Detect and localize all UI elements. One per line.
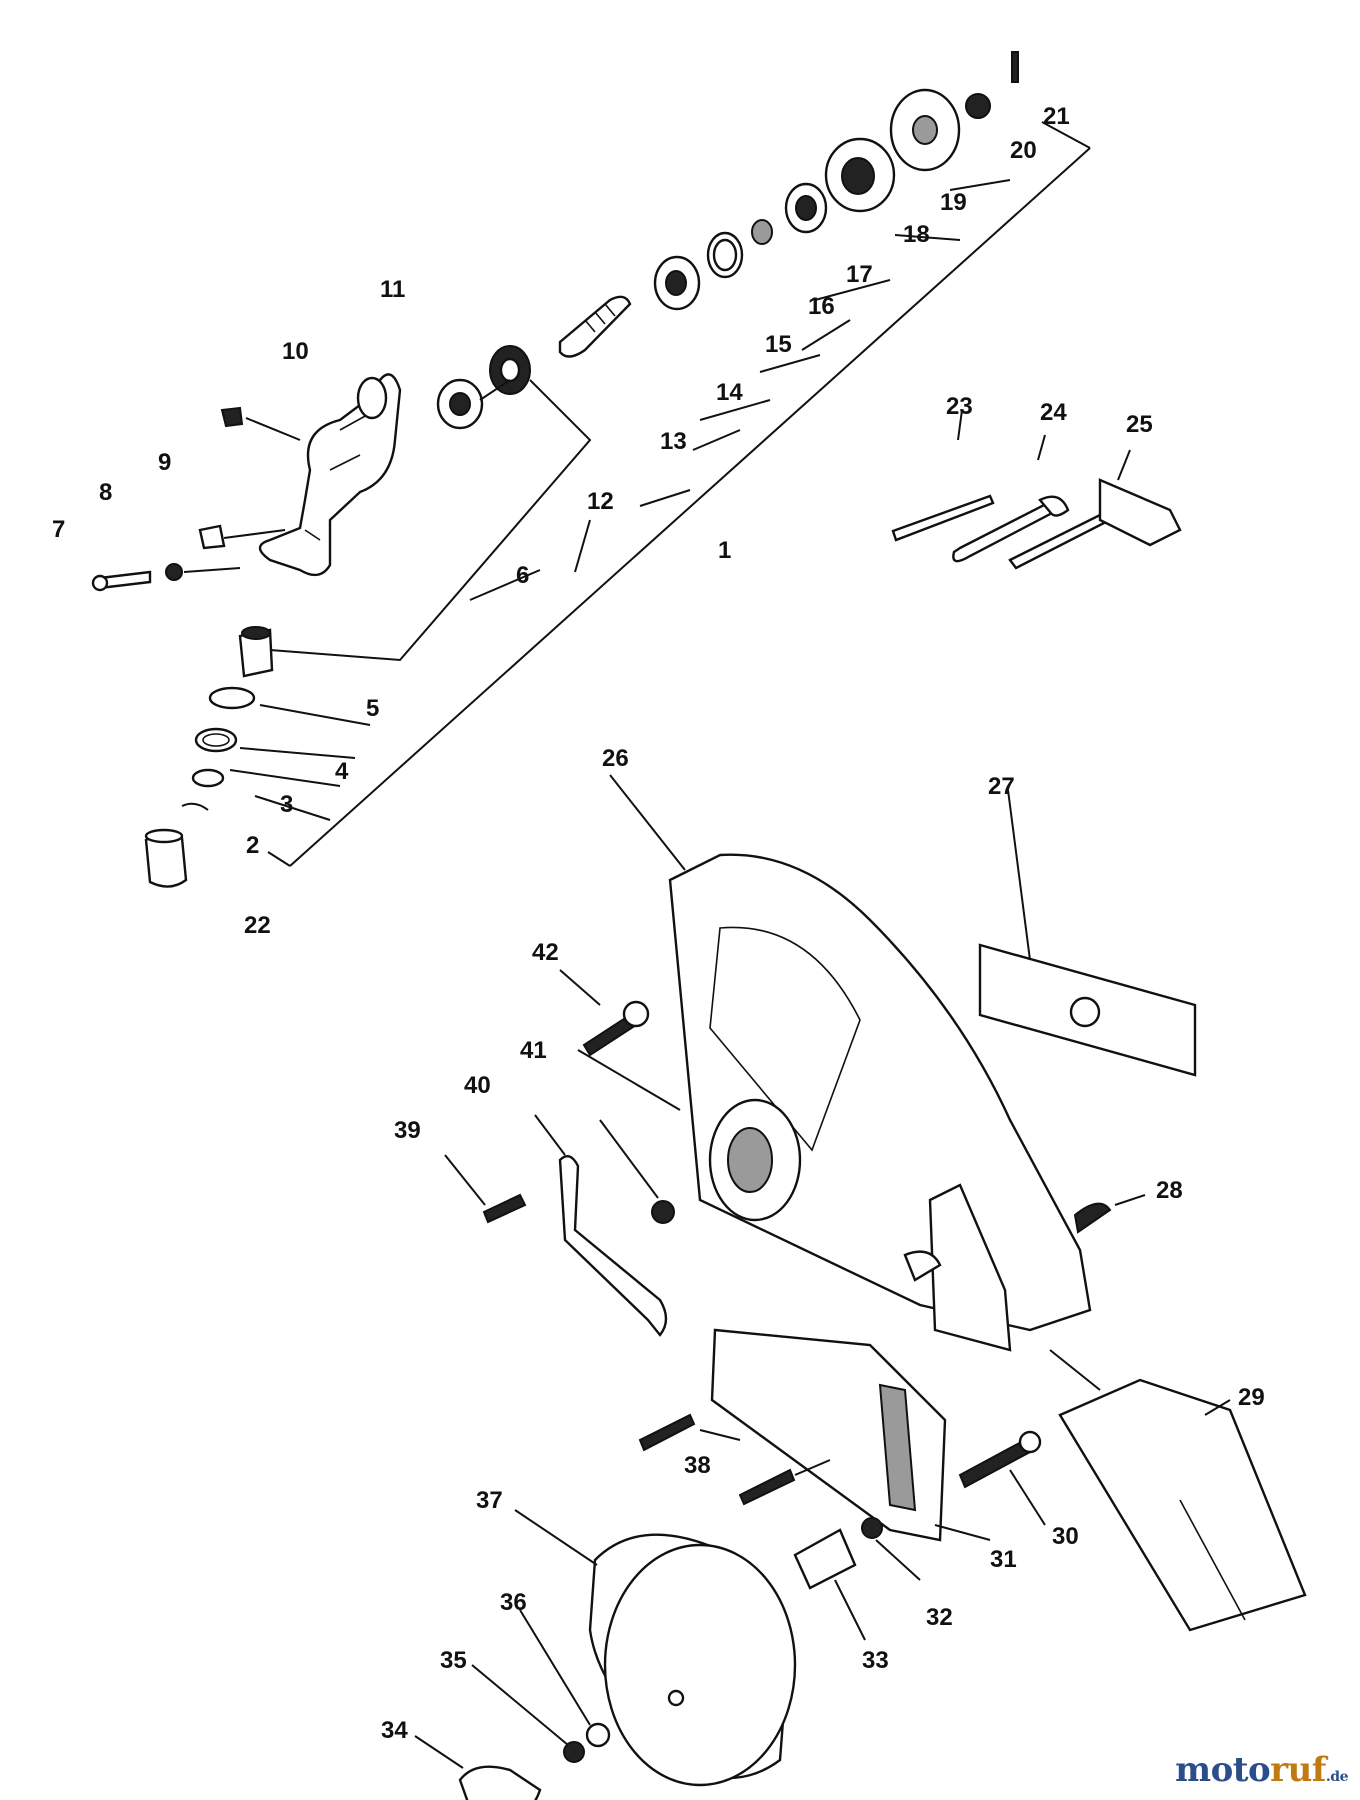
label-22: 22 [244,912,271,939]
watermark-part-1: moto [1175,1750,1271,1790]
tool-pin-wrench [891,494,995,542]
guard-screw-part [1073,1202,1112,1234]
label-28: 28 [1156,1177,1183,1204]
gear-head-assembly [91,51,1091,888]
blade-guard-assembly [414,774,1307,1800]
assembly-bracket-line [267,147,1091,867]
label-12: 12 [587,488,614,515]
cover-plate-part [710,1328,947,1542]
cover-nut-part [861,1517,883,1539]
label-9: 9 [158,449,171,476]
label-35: 35 [440,1647,467,1674]
cover-screw-2 [738,1468,796,1506]
label-37: 37 [476,1487,503,1514]
gear-housing-part [258,373,402,577]
label-7: 7 [52,516,65,543]
label-41: 41 [520,1037,547,1064]
cover-screw-1 [638,1413,696,1452]
label-21: 21 [1043,103,1070,130]
nut-part [965,93,991,119]
label-17: 17 [846,261,873,288]
label-26: 26 [602,745,629,772]
label-36: 36 [500,1589,527,1616]
blade-guard-part [668,853,1092,1332]
strap-screw-part [482,1193,527,1224]
clamp-knob-part [458,1765,542,1800]
label-10: 10 [282,338,309,365]
label-34: 34 [381,1717,408,1744]
label-11: 11 [380,276,405,303]
label-25: 25 [1126,411,1153,438]
spacer-part [751,219,773,245]
label-6: 6 [516,562,529,589]
label-33: 33 [862,1647,889,1674]
label-32: 32 [926,1604,953,1631]
label-27: 27 [988,773,1015,800]
label-15: 15 [765,331,792,358]
label-30: 30 [1052,1523,1079,1550]
support-strap-part [558,1154,668,1337]
label-42: 42 [532,939,559,966]
part-number-labels: 1 2 3 4 5 6 7 8 9 10 11 12 13 14 15 16 1… [52,103,1265,1744]
label-1: 1 [718,537,731,564]
label-29: 29 [1238,1384,1265,1411]
label-19: 19 [940,189,967,216]
pin-part [1011,51,1019,83]
label-39: 39 [394,1117,421,1144]
tool-open-wrench [952,500,1061,563]
seal-part [194,727,238,753]
label-40: 40 [464,1072,491,1099]
ring-5-part [208,686,256,710]
tool-set [891,409,1182,570]
guard-nut-part [651,1200,675,1224]
cover-washer-part [585,1722,611,1748]
label-2: 2 [246,832,259,859]
label-4: 4 [335,758,349,785]
label-38: 38 [684,1452,711,1479]
label-18: 18 [903,221,930,248]
label-23: 23 [946,393,973,420]
label-5: 5 [366,695,379,722]
washer-3-part [191,768,225,788]
label-8: 8 [99,479,112,506]
label-16: 16 [808,293,835,320]
mount-bracket-part [928,1183,1012,1352]
label-24: 24 [1040,399,1067,426]
cover-nut-2-part [563,1741,585,1763]
watermark-part-2: ruf [1270,1750,1326,1790]
label-14: 14 [716,379,743,406]
circlip-part [181,802,209,811]
spacer-sleeve-part [793,1528,857,1590]
plug-screw-part [198,524,226,550]
label-31: 31 [990,1546,1017,1573]
watermark-part-3: .de [1325,1769,1349,1785]
label-20: 20 [1010,137,1037,164]
long-bolt-part [958,1438,1032,1489]
spindle-shaft-part [558,295,632,358]
screw-part [220,406,244,428]
site-watermark: motoruf.de [1175,1750,1348,1790]
label-13: 13 [660,428,687,455]
small-nut-part [165,563,183,581]
label-3: 3 [280,791,293,818]
